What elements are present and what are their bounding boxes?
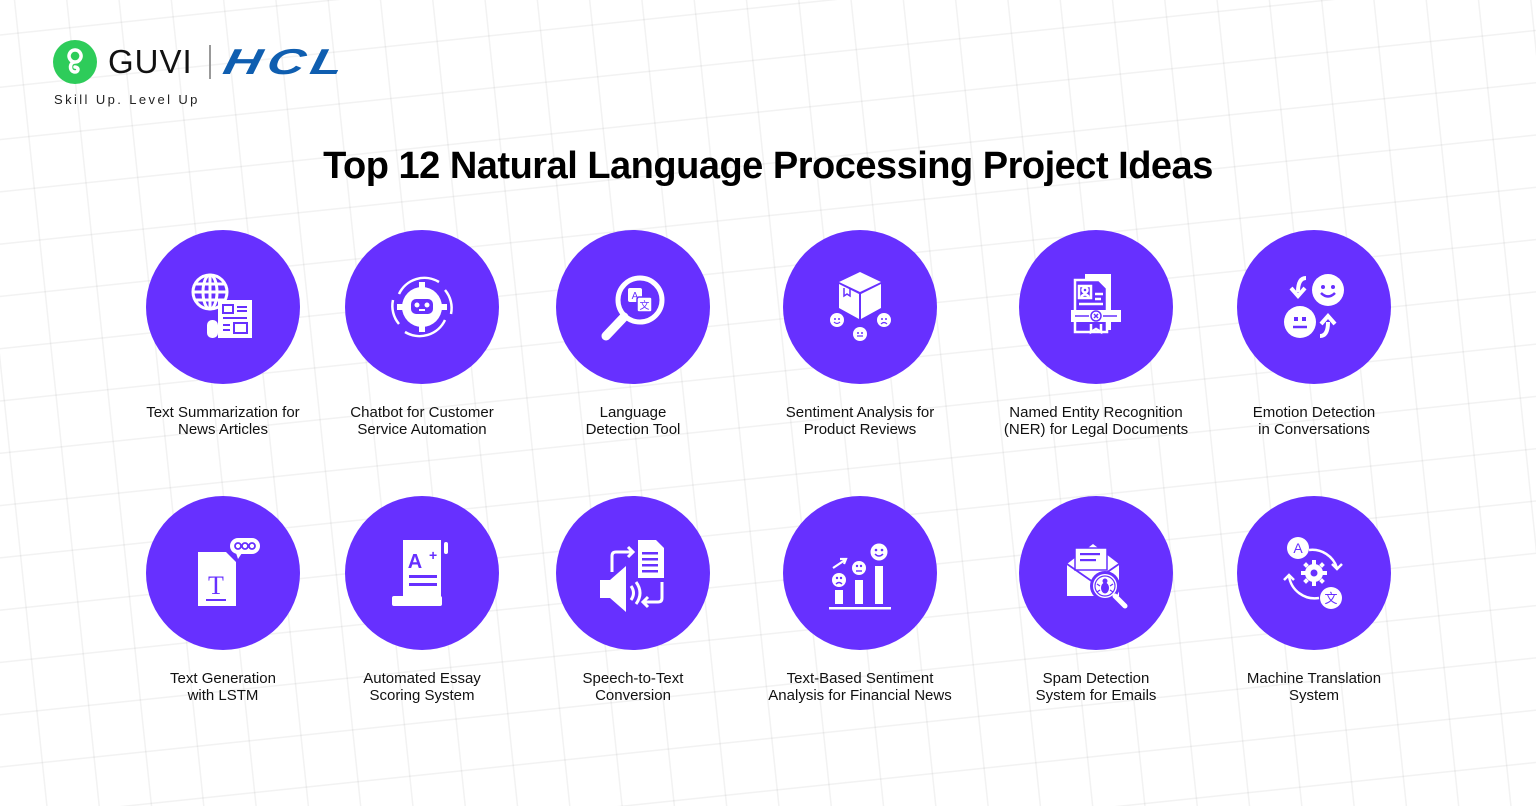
project-icon-circle	[783, 496, 937, 650]
project-icon-circle	[1019, 230, 1173, 384]
project-icon-circle	[1019, 496, 1173, 650]
page-title: Top 12 Natural Language Processing Proje…	[323, 145, 1213, 187]
emotion-swap-icon	[1284, 274, 1344, 338]
legal-document-icon	[1071, 274, 1121, 335]
globe-newspaper-icon	[191, 273, 252, 338]
project-icon-circle	[146, 230, 300, 384]
tagline: Skill Up. Level Up	[54, 92, 200, 107]
email-bug-search-icon	[1066, 544, 1128, 609]
project-icon-circle: A+	[345, 496, 499, 650]
hcl-wordmark: HCL	[219, 41, 353, 82]
svg-text:A: A	[1293, 540, 1303, 556]
text-document-chat-icon: T	[198, 538, 260, 606]
box-emoji-icon	[830, 272, 891, 341]
project-icon-circle	[345, 230, 499, 384]
project-icon-circle	[783, 230, 937, 384]
guvi-logo-icon	[53, 40, 97, 84]
svg-text:A: A	[408, 551, 422, 573]
svg-text:+: +	[429, 547, 437, 563]
svg-text:T: T	[208, 571, 224, 600]
graded-essay-icon: A+	[392, 540, 448, 606]
robot-gear-icon	[391, 276, 453, 338]
project-icon-circle: A 文	[1237, 496, 1391, 650]
translation-cycle-icon: A 文	[1283, 537, 1343, 609]
project-label: Named Entity Recognition(NER) for Legal …	[1003, 404, 1189, 438]
svg-text:文: 文	[640, 299, 650, 312]
svg-text:A: A	[632, 291, 639, 302]
project-icon-circle: T	[146, 496, 300, 650]
speaker-to-document-icon	[600, 540, 664, 612]
project-icon-circle	[1237, 230, 1391, 384]
sentiment-bar-chart-icon	[829, 543, 891, 610]
magnifier-translate-icon: A文	[601, 275, 665, 341]
brand-divider	[208, 45, 211, 79]
guvi-wordmark: GUVI	[108, 43, 193, 80]
project-icon-circle	[556, 496, 710, 650]
svg-text:文: 文	[1324, 592, 1337, 607]
brand-header: GUVI HCL Skill Up. Level Up	[53, 40, 353, 107]
project-card: Named Entity Recognition(NER) for Legal …	[976, 230, 1216, 438]
